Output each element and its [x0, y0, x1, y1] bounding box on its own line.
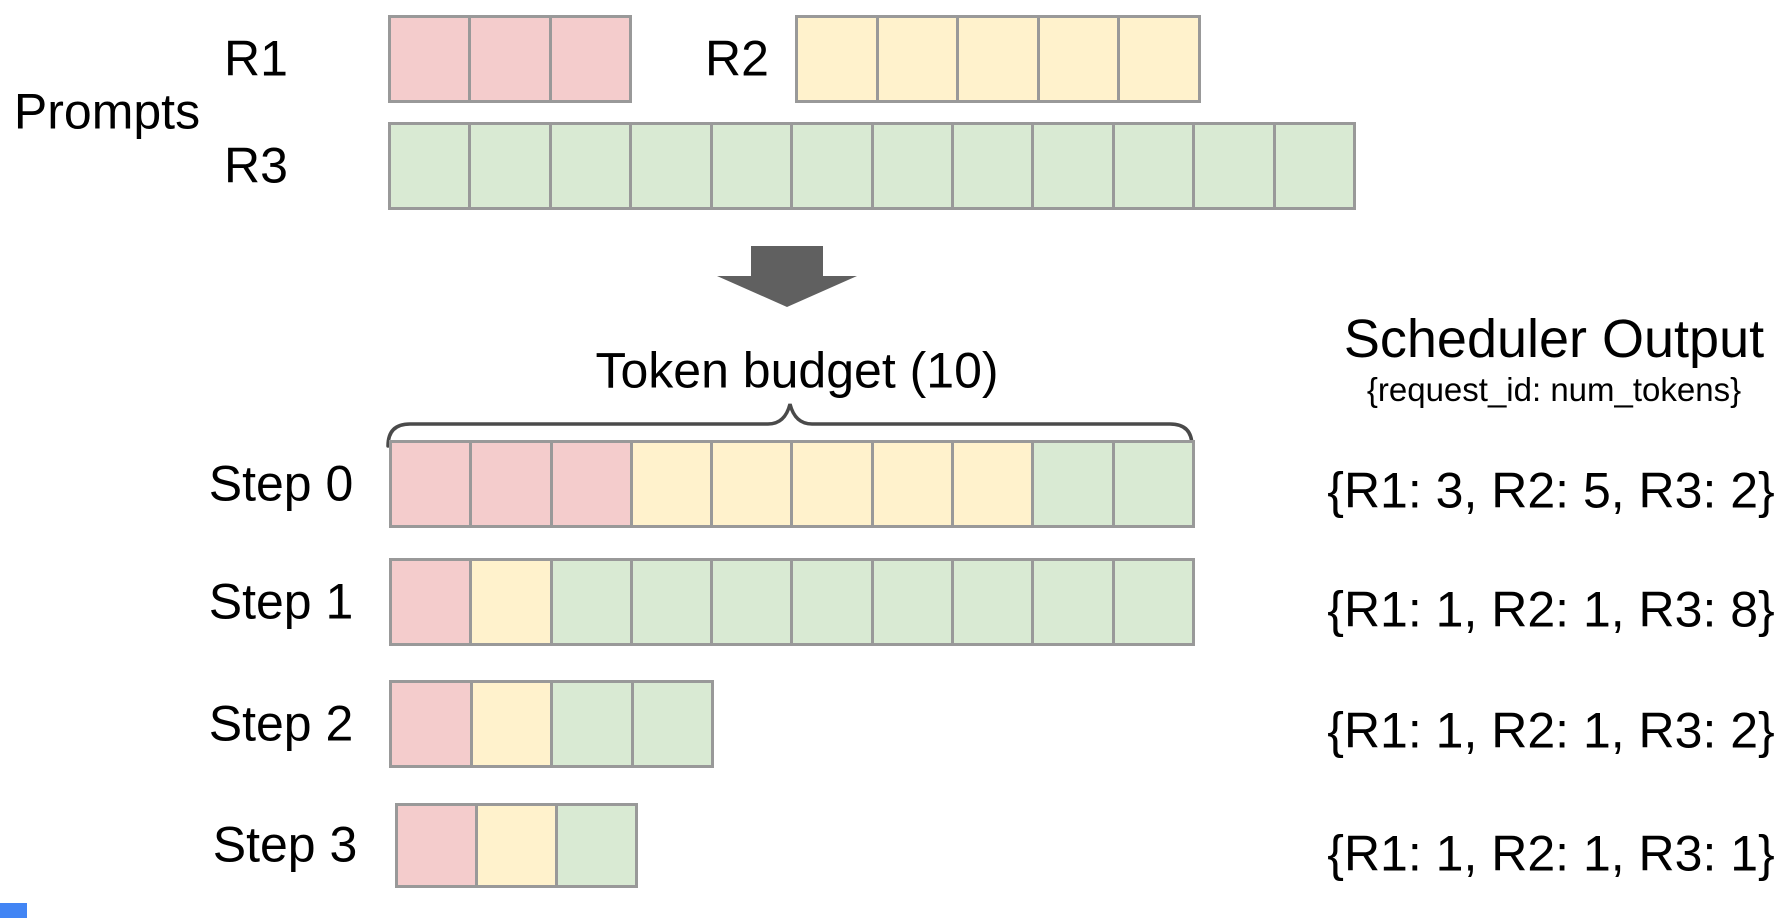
token-cell	[551, 125, 633, 207]
token-cell	[793, 125, 874, 207]
token-cell	[552, 561, 633, 643]
token-cell	[392, 443, 473, 525]
token-cell	[632, 443, 714, 525]
step-3-output: {R1: 1, R2: 1, R3: 1}	[1327, 825, 1775, 882]
token-cell	[391, 18, 472, 100]
token-cell	[1034, 561, 1115, 643]
step-1-token-row	[389, 558, 1195, 646]
step-2-token-row	[389, 680, 714, 768]
prompt-label-r2: R2	[705, 30, 769, 87]
step-3-label: Step 3	[212, 816, 358, 873]
token-cell	[873, 443, 955, 525]
token-budget-brace-icon	[386, 400, 1194, 448]
token-cell	[391, 125, 472, 207]
step-0-output: {R1: 3, R2: 5, R3: 2}	[1327, 462, 1775, 519]
token-cell	[878, 18, 960, 100]
token-cell	[793, 561, 874, 643]
token-cell	[633, 683, 711, 765]
token-cell	[712, 125, 794, 207]
token-cell	[713, 561, 794, 643]
prompts-section-label: Prompts	[13, 83, 201, 140]
token-cell	[1039, 18, 1121, 100]
step-1-label: Step 1	[208, 573, 354, 630]
step-1-output: {R1: 1, R2: 1, R3: 8}	[1327, 581, 1775, 638]
step-3-token-row	[395, 803, 638, 888]
token-cell	[392, 683, 473, 765]
token-cell	[553, 683, 634, 765]
token-cell	[713, 443, 794, 525]
token-cell	[472, 683, 553, 765]
token-cell	[632, 125, 713, 207]
token-cell	[1114, 125, 1196, 207]
prompt-row-r2	[795, 15, 1201, 103]
token-cell	[1034, 125, 1115, 207]
step-2-label: Step 2	[208, 695, 354, 752]
token-cell	[398, 806, 478, 885]
prompt-label-r3: R3	[224, 137, 288, 194]
token-cell	[1114, 561, 1192, 643]
token-cell	[472, 561, 553, 643]
token-cell	[1120, 18, 1198, 100]
token-cell	[558, 806, 635, 885]
token-cell	[798, 18, 879, 100]
token-cell	[552, 443, 633, 525]
token-cell	[478, 806, 558, 885]
prompt-row-r3	[388, 122, 1356, 210]
partial-blue-shape	[0, 903, 27, 918]
token-cell	[632, 561, 714, 643]
prompt-row-r1	[388, 15, 632, 103]
token-budget-label: Token budget (10)	[595, 342, 999, 399]
scheduler-output-title: Scheduler Output	[1343, 309, 1765, 369]
token-cell	[873, 561, 955, 643]
down-arrow-icon	[717, 246, 857, 307]
step-0-token-row	[389, 440, 1195, 528]
step-0-label: Step 0	[208, 455, 354, 512]
token-cell	[471, 18, 552, 100]
scheduler-output-subtitle: {request_id: num_tokens}	[1366, 371, 1742, 408]
token-cell	[959, 18, 1040, 100]
token-cell	[1275, 125, 1354, 207]
token-cell	[953, 125, 1035, 207]
token-cell	[873, 125, 954, 207]
step-2-output: {R1: 1, R2: 1, R3: 2}	[1327, 702, 1775, 759]
token-cell	[1034, 443, 1115, 525]
token-cell	[392, 561, 473, 643]
token-cell	[472, 443, 553, 525]
token-cell	[954, 443, 1035, 525]
token-cell	[1114, 443, 1192, 525]
token-cell	[793, 443, 874, 525]
token-cell	[551, 18, 629, 100]
token-cell	[954, 561, 1035, 643]
prompt-label-r1: R1	[224, 30, 288, 87]
token-cell	[471, 125, 552, 207]
token-cell	[1195, 125, 1276, 207]
